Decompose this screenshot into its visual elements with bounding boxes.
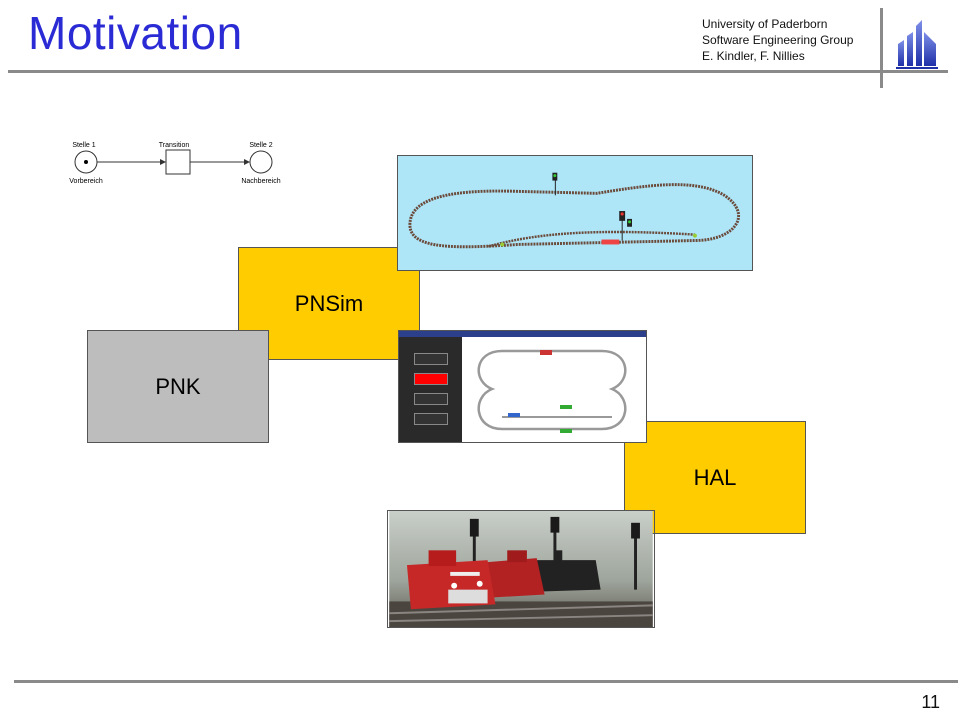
gui-track-view [477, 349, 627, 433]
header-divider [8, 70, 948, 73]
university-logo-icon [896, 20, 938, 69]
slide-title: Motivation [28, 7, 243, 59]
signal-head-c [631, 522, 640, 539]
rail-1 [389, 604, 653, 615]
steam-locomotive [536, 560, 601, 592]
place2-label: Stelle 2 [249, 142, 272, 149]
petri-net-diagram: Stelle 1 Transition Stelle 2 Vorbereich … [69, 142, 280, 185]
gui-button-power-on [414, 393, 448, 405]
gui-button-4 [414, 413, 448, 425]
place1-label: Stelle 1 [72, 142, 95, 149]
transition-label: Transition [159, 142, 190, 149]
track-marker-2 [692, 233, 697, 238]
gui-train-4 [560, 429, 572, 433]
signal-mast-3 [634, 524, 637, 590]
red-loco-2-cab [507, 550, 527, 563]
page-number: 11 [921, 692, 940, 712]
transition-box [165, 149, 191, 175]
header-vertical-divider [880, 8, 883, 88]
arc-1-head [160, 159, 166, 165]
arc-2-head [244, 159, 250, 165]
token-dot [84, 160, 88, 164]
train-control-gui-image [398, 330, 647, 443]
signal-mast-1 [472, 520, 476, 590]
university-header: University of Paderborn Software Enginee… [702, 16, 853, 64]
signal-light-3 [628, 220, 632, 224]
red-loco-1-cab [428, 550, 457, 567]
pnsim-label: PNSim [294, 290, 364, 316]
track-siding [488, 230, 695, 248]
loco-1-headlight-2 [476, 580, 483, 587]
group-name: Software Engineering Group [702, 33, 854, 47]
authors: E. Kindler, F. Nillies [702, 49, 805, 63]
pnk-box: PNK [87, 330, 269, 443]
gui-train-2 [508, 413, 520, 417]
signal-head-a [469, 518, 479, 537]
footer-divider [14, 680, 958, 683]
pnk-label: PNK [155, 373, 201, 399]
gui-button-power-off [414, 373, 448, 385]
signal-head-2 [619, 211, 626, 221]
gui-train-3 [560, 405, 572, 409]
loco-1-headlight [451, 582, 458, 589]
loco-1-buffer [448, 589, 488, 604]
signal-light-2 [620, 212, 624, 216]
steam-chimney [554, 550, 563, 563]
track-marker-1 [500, 242, 505, 247]
gui-train-1 [540, 350, 552, 355]
place2-circle [249, 150, 273, 174]
gui-track-loop [477, 349, 627, 431]
gui-titlebar [399, 331, 646, 337]
signal-head-b [550, 516, 560, 533]
gui-button-1 [414, 353, 448, 365]
red-locomotive-2 [487, 558, 545, 598]
university-name: University of Paderborn [702, 17, 828, 31]
rail-2 [389, 614, 653, 623]
track-layout-image [397, 155, 753, 271]
track-loop [408, 183, 740, 249]
hal-label: HAL [693, 464, 737, 490]
signal-light-1 [553, 174, 557, 178]
model-trains-photo [387, 510, 655, 628]
train-on-track [601, 239, 620, 245]
pre-label: Vorbereich [69, 178, 103, 185]
post-label: Nachbereich [241, 178, 280, 185]
loco-1-stripe [450, 571, 480, 576]
